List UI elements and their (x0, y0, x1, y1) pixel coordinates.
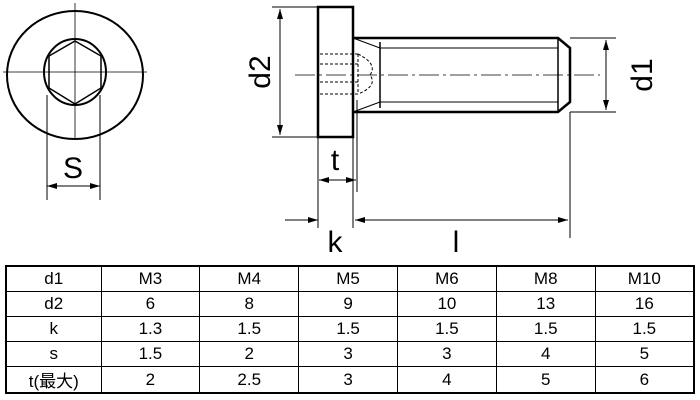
table-cell: 3 (298, 366, 398, 394)
technical-drawing: S t (3, 3, 659, 259)
table-cell: 1.5 (594, 316, 695, 342)
table-cell: 5 (495, 366, 596, 394)
table-cell: 8 (199, 291, 300, 317)
table-cell: 13 (495, 291, 596, 317)
table-cell: 3 (396, 341, 497, 367)
k-label: k (328, 226, 344, 259)
table-cell: 9 (298, 291, 398, 317)
table-cell: 1.5 (100, 341, 201, 367)
end-view (3, 3, 147, 200)
table-cell: 6 (100, 291, 201, 317)
t-label: t (331, 144, 340, 177)
table-cell: M4 (199, 265, 300, 292)
table-cell: 6 (594, 366, 695, 394)
row-label: d2 (5, 291, 102, 317)
table-cell: M10 (594, 265, 695, 292)
side-view (272, 5, 616, 238)
table-cell: 3 (298, 341, 398, 367)
table-cell: M3 (100, 265, 201, 292)
table-cell: 1.5 (495, 316, 596, 342)
table-cell: 5 (594, 341, 695, 367)
table-cell: 1.5 (199, 316, 300, 342)
table-cell: 2 (199, 341, 300, 367)
row-label: s (5, 341, 102, 367)
table-cell: 2 (100, 366, 201, 394)
table-cell: M8 (495, 265, 596, 292)
row-label: k (5, 316, 102, 342)
l-label: l (453, 226, 460, 259)
table-cell: 1.5 (396, 316, 497, 342)
table-cell: 4 (495, 341, 596, 367)
table-cell: 1.3 (100, 316, 201, 342)
table-cell: M6 (396, 265, 497, 292)
s-label: S (63, 152, 83, 185)
table-cell: 1.5 (298, 316, 398, 342)
table-cell: 4 (396, 366, 497, 394)
d2-label: d2 (244, 55, 277, 88)
table-cell: 2.5 (199, 366, 300, 394)
d1-label: d1 (626, 58, 659, 91)
table-cell: 16 (594, 291, 695, 317)
row-label: t(最大) (5, 366, 102, 394)
table-cell: M5 (298, 265, 398, 292)
table-cell: 10 (396, 291, 497, 317)
row-label: d1 (5, 265, 102, 292)
